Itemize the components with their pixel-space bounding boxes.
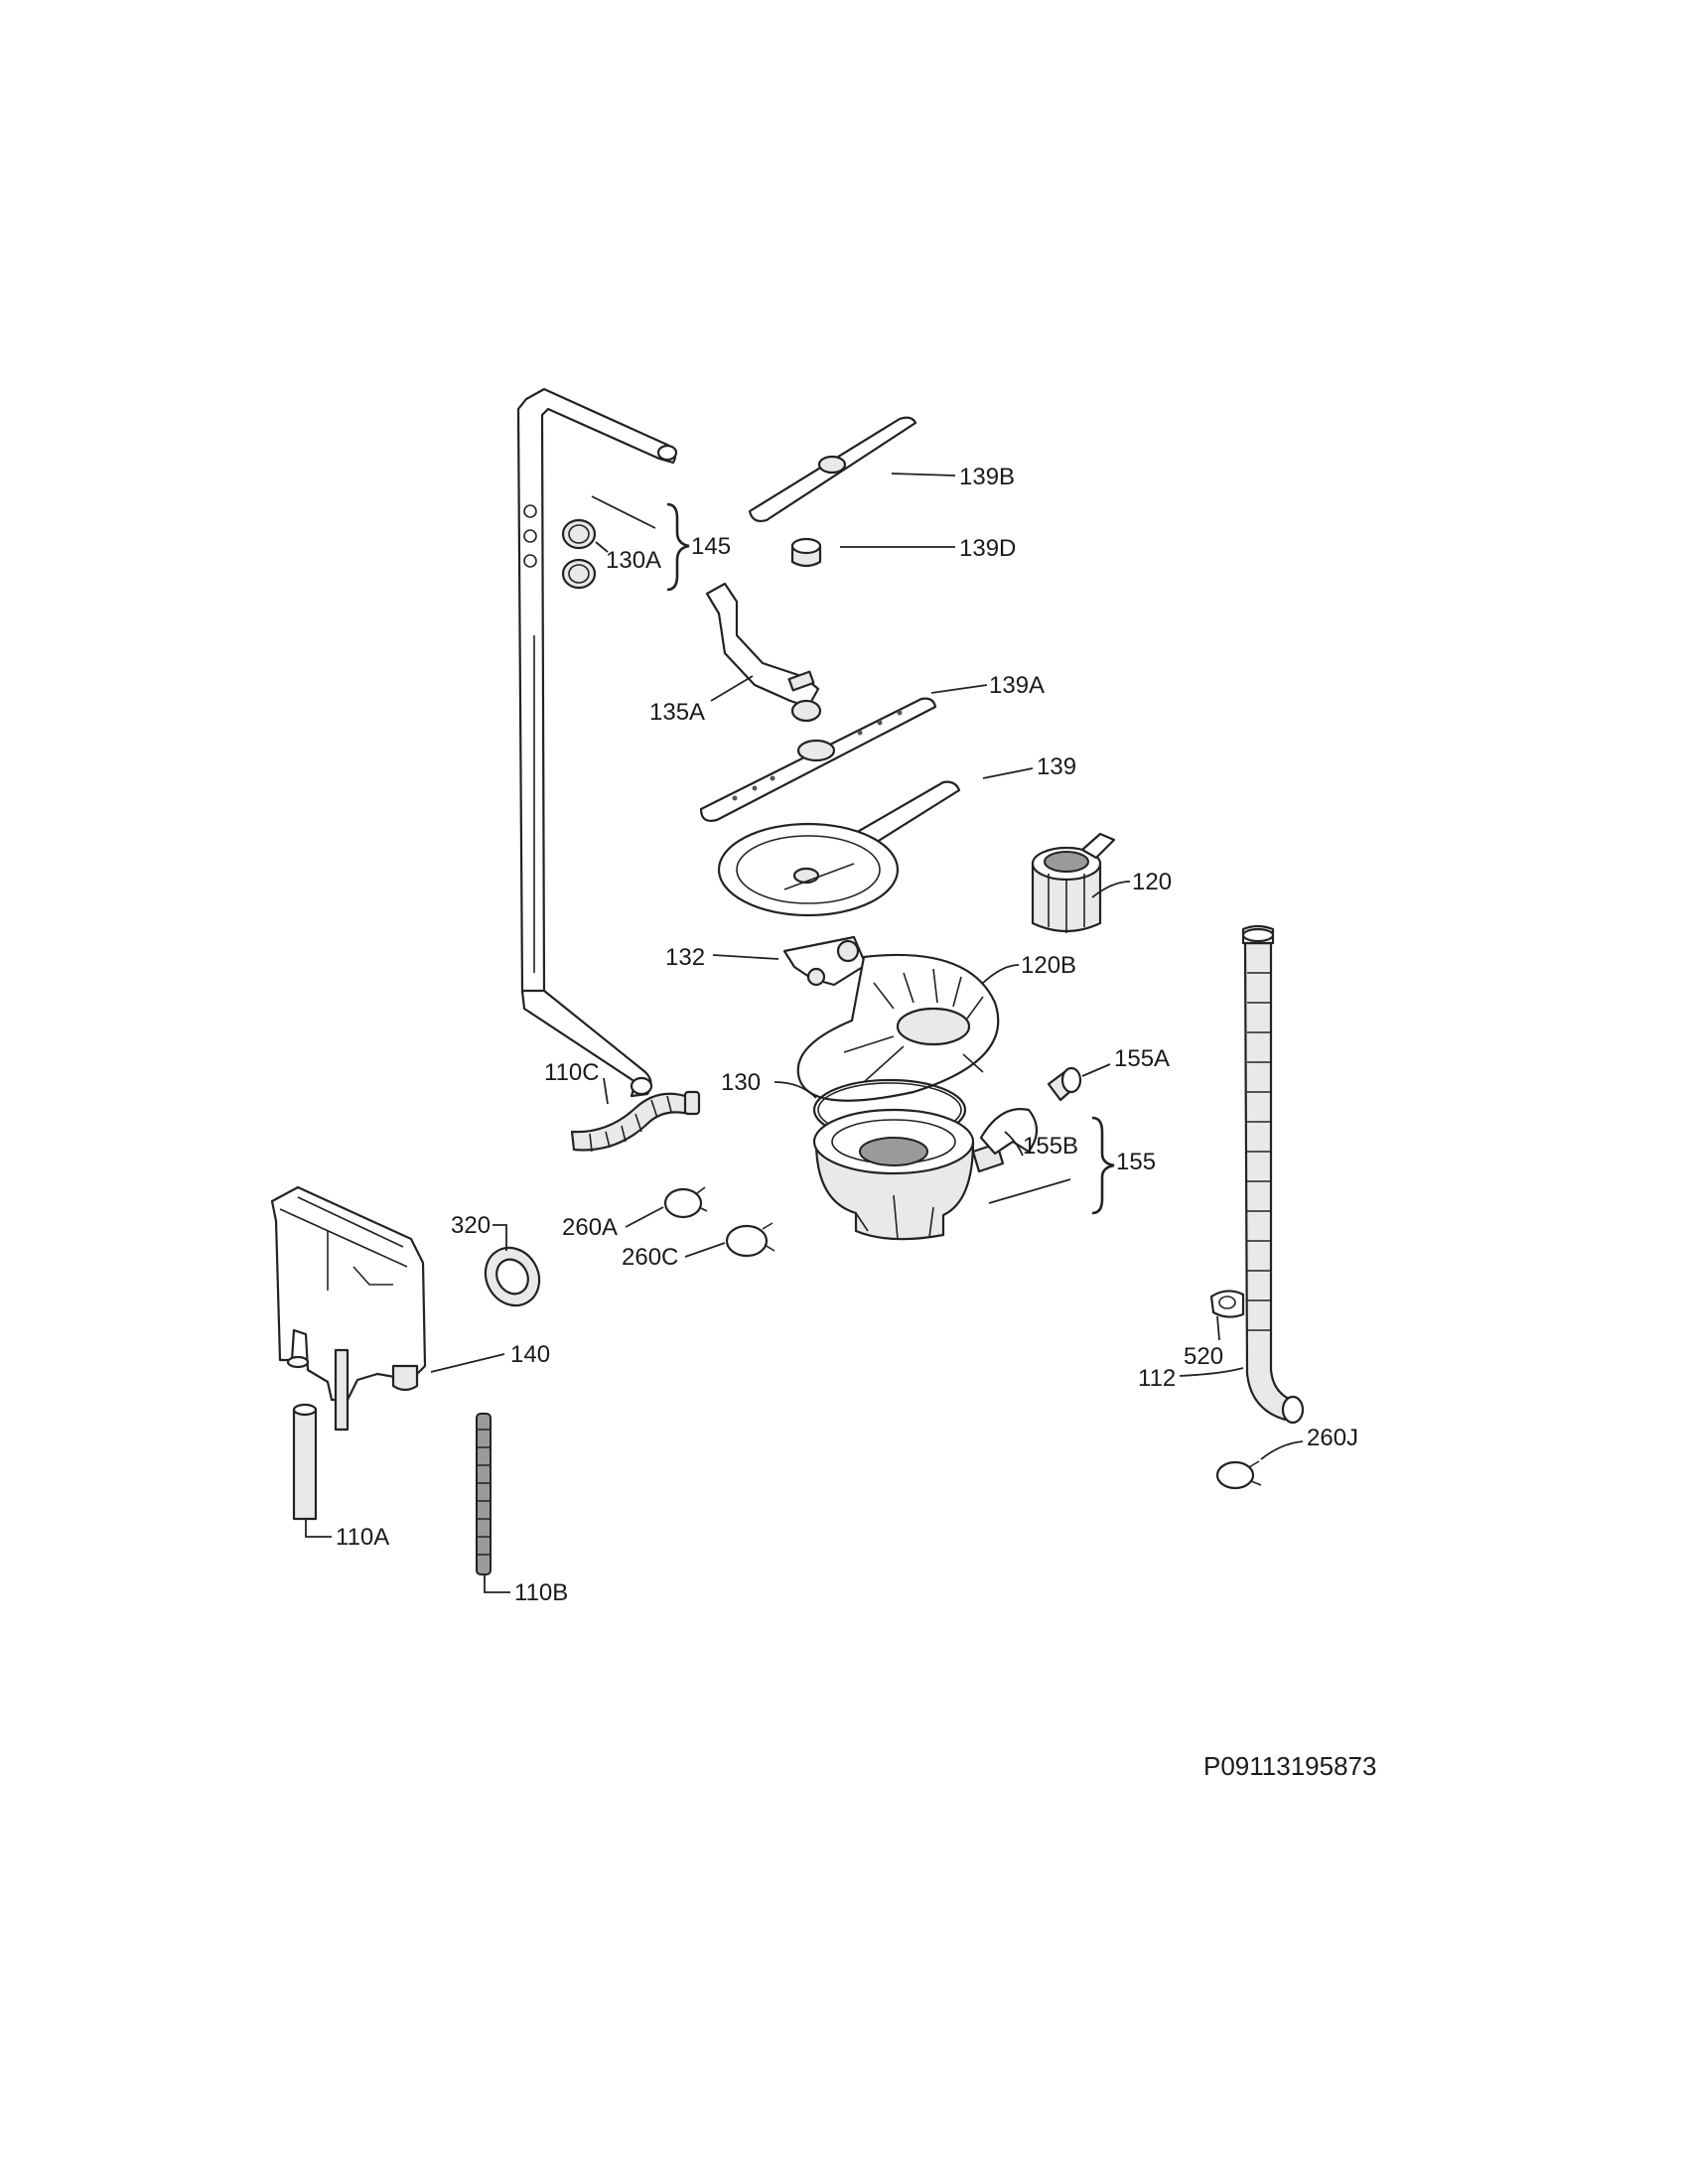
drawing-code: P09113195873 [1203,1751,1376,1781]
part-110C-hose[interactable] [570,1090,701,1153]
part-260J-clamp[interactable] [1215,1460,1262,1490]
label-120B: 120B [1021,952,1076,979]
label-135A: 135A [649,699,705,726]
label-260J: 260J [1307,1425,1358,1451]
part-145-spray-tube[interactable] [516,387,678,1098]
leader-139A [930,684,988,694]
label-130A: 130A [606,547,661,574]
part-132-diverter[interactable] [782,935,868,987]
label-155: 155 [1116,1149,1156,1175]
label-320: 320 [451,1212,491,1239]
leader-110B [484,1574,510,1593]
label-120: 120 [1132,869,1172,895]
part-120B-filter-plate[interactable] [796,953,1000,1102]
label-520: 520 [1184,1343,1223,1370]
brace-145 [666,502,690,592]
leader-120 [1091,881,1131,898]
part-110B-tube[interactable] [476,1413,492,1575]
label-260A: 260A [562,1214,618,1241]
part-155A-seal[interactable] [1047,1066,1082,1102]
leader-155A [1081,1063,1111,1077]
leader-120B [982,964,1020,984]
leader-260J [1260,1440,1304,1460]
leader-145 [591,495,656,529]
leader-520 [1216,1315,1220,1341]
part-140-salt-container[interactable] [270,1185,427,1432]
label-139B: 139B [959,464,1015,490]
part-139-lower-spray-arm[interactable] [717,780,961,917]
leader-140 [430,1353,505,1373]
part-135A-connection-pipe[interactable] [705,582,822,723]
brace-155 [1091,1116,1115,1215]
label-110C: 110C [544,1059,600,1086]
label-110B: 110B [514,1579,568,1606]
leader-112 [1179,1367,1244,1377]
label-132: 132 [665,944,705,971]
part-155B-cover[interactable] [979,1108,1039,1156]
part-320-seal[interactable] [475,1238,549,1315]
part-110A-hose[interactable] [292,1403,318,1521]
part-520-clip[interactable] [1209,1290,1245,1318]
part-260C-clamp[interactable] [725,1222,775,1258]
label-130: 130 [721,1069,761,1096]
part-260A-clamp[interactable] [663,1186,708,1219]
leader-155-sump [988,1178,1071,1204]
leader-320 [492,1224,507,1251]
part-139A-middle-spray-arm[interactable] [699,697,937,822]
part-139B-upper-spray-arm[interactable] [748,416,917,523]
label-110A: 110A [336,1524,389,1551]
label-260C: 260C [622,1244,678,1271]
leader-260A [625,1206,664,1228]
leader-110C [603,1077,609,1105]
label-139D: 139D [959,535,1016,562]
part-130A-seals[interactable] [561,518,609,590]
part-112-drain-hose[interactable] [1241,924,1305,1425]
label-139: 139 [1037,753,1076,780]
part-120-filter[interactable] [1031,832,1116,933]
label-112: 112 [1138,1365,1176,1392]
part-139D-nut[interactable] [790,537,822,568]
label-139A: 139A [989,672,1045,699]
leader-155B [1004,1131,1024,1157]
label-145: 145 [691,533,731,560]
label-155B: 155B [1023,1133,1078,1160]
leader-132 [712,954,779,960]
label-140: 140 [510,1341,550,1368]
leader-130 [774,1081,817,1099]
leader-260C [684,1242,726,1258]
leader-139B [891,473,956,477]
label-155A: 155A [1114,1045,1170,1072]
leader-135A [710,675,754,702]
leader-139 [982,767,1034,779]
part-155-sump[interactable] [812,1108,1005,1241]
leader-110A [305,1519,332,1538]
